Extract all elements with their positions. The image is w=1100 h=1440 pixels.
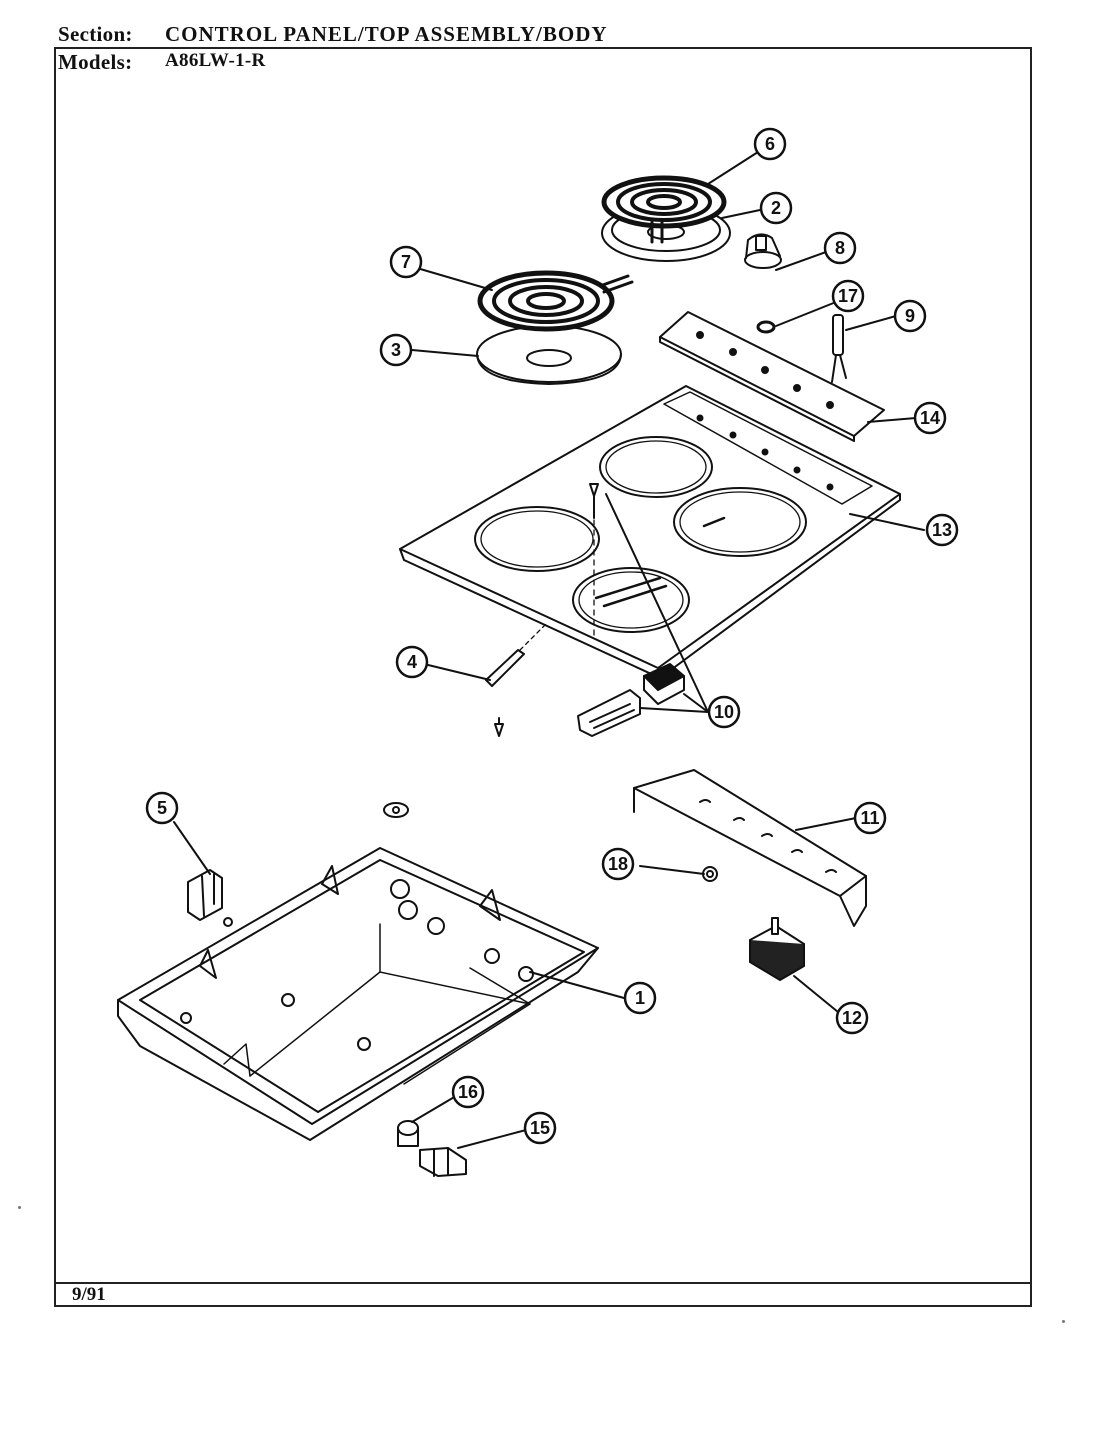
callout-number: 8 [835,238,845,258]
receptacle-bracket [577,689,641,737]
callout-number: 16 [458,1082,478,1102]
callout-2: 2 [759,191,793,225]
callout-circle [853,801,887,835]
section-title: CONTROL PANEL/TOP ASSEMBLY/BODY [165,22,608,46]
callout-circle [145,791,179,825]
callout-17: 17 [831,279,865,313]
callout-6: 6 [753,127,787,161]
callout-number: 9 [905,306,915,326]
terminal-connector [397,1120,419,1147]
screw [589,483,599,641]
callout-circle [601,847,635,881]
callout-number: 2 [771,198,781,218]
infinite-switch [749,917,805,981]
callout-number: 13 [932,520,952,540]
callout-9: 9 [893,299,927,333]
callout-number: 11 [860,808,879,828]
leader-lines [173,151,925,1149]
callout-circle [395,645,429,679]
callout-13: 13 [925,513,959,547]
callout-4: 4 [395,645,429,679]
diagram-frame [54,47,1032,1307]
scan-speck [18,1206,21,1209]
callout-circle [913,401,947,435]
model-number: A86LW-1-R [165,50,266,71]
spacer [383,802,409,818]
callout-circle [707,695,741,729]
wire-lead [831,314,847,383]
callout-number: 15 [530,1118,550,1138]
callout-1: 1 [623,981,657,1015]
callout-number: 18 [608,854,628,874]
revision-date: 9/91 [72,1284,106,1305]
mounting-bracket [633,769,867,927]
callout-14: 14 [913,401,947,435]
callout-circle [823,231,857,265]
callout-12: 12 [835,1001,869,1035]
callout-number: 17 [838,286,858,306]
knob-clip [756,320,776,334]
callout-number: 14 [920,408,940,428]
mounting-screw [494,717,504,737]
callout-number: 6 [765,134,775,154]
callout-15: 15 [523,1111,557,1145]
cooktop-panel [399,385,901,679]
callout-number: 7 [401,252,411,272]
callout-circle [389,245,423,279]
drip-bowl-large [476,325,622,385]
callout-3: 3 [379,333,413,367]
callout-circle [623,981,657,1015]
callout-number: 4 [407,652,417,672]
surface-element-large [477,270,634,332]
callout-circle [523,1111,557,1145]
control-panel-strip [659,311,885,442]
callout-8: 8 [823,231,857,265]
receptacle-block [643,663,685,705]
models-label: Models: [58,50,133,74]
callout-7: 7 [389,245,423,279]
callout-circle [759,191,793,225]
callout-5: 5 [145,791,179,825]
callout-number: 1 [635,988,645,1008]
callout-18: 18 [601,847,635,881]
hinge-bracket [187,869,233,927]
nut [702,866,718,882]
callout-11: 11 [853,801,887,835]
section-label: Section: [58,22,133,46]
callout-circle [379,333,413,367]
callout-circle [893,299,927,333]
conduit-fitting [419,1147,467,1177]
callout-number: 12 [842,1008,862,1028]
callout-circle [831,279,865,313]
support-rod [485,621,549,687]
footer-divider [54,1282,1032,1284]
control-knob [744,233,782,269]
callout-circle [451,1075,485,1109]
callout-16: 16 [451,1075,485,1109]
cooktop-body [117,847,599,1141]
scan-speck [1062,1320,1065,1323]
callout-number: 5 [157,798,167,818]
callout-number: 10 [714,702,734,722]
callout-circle [835,1001,869,1035]
callout-10: 10 [707,695,741,729]
callout-number: 3 [391,340,401,360]
callout-circle [753,127,787,161]
callout-circle [925,513,959,547]
surface-element-small [601,175,727,244]
